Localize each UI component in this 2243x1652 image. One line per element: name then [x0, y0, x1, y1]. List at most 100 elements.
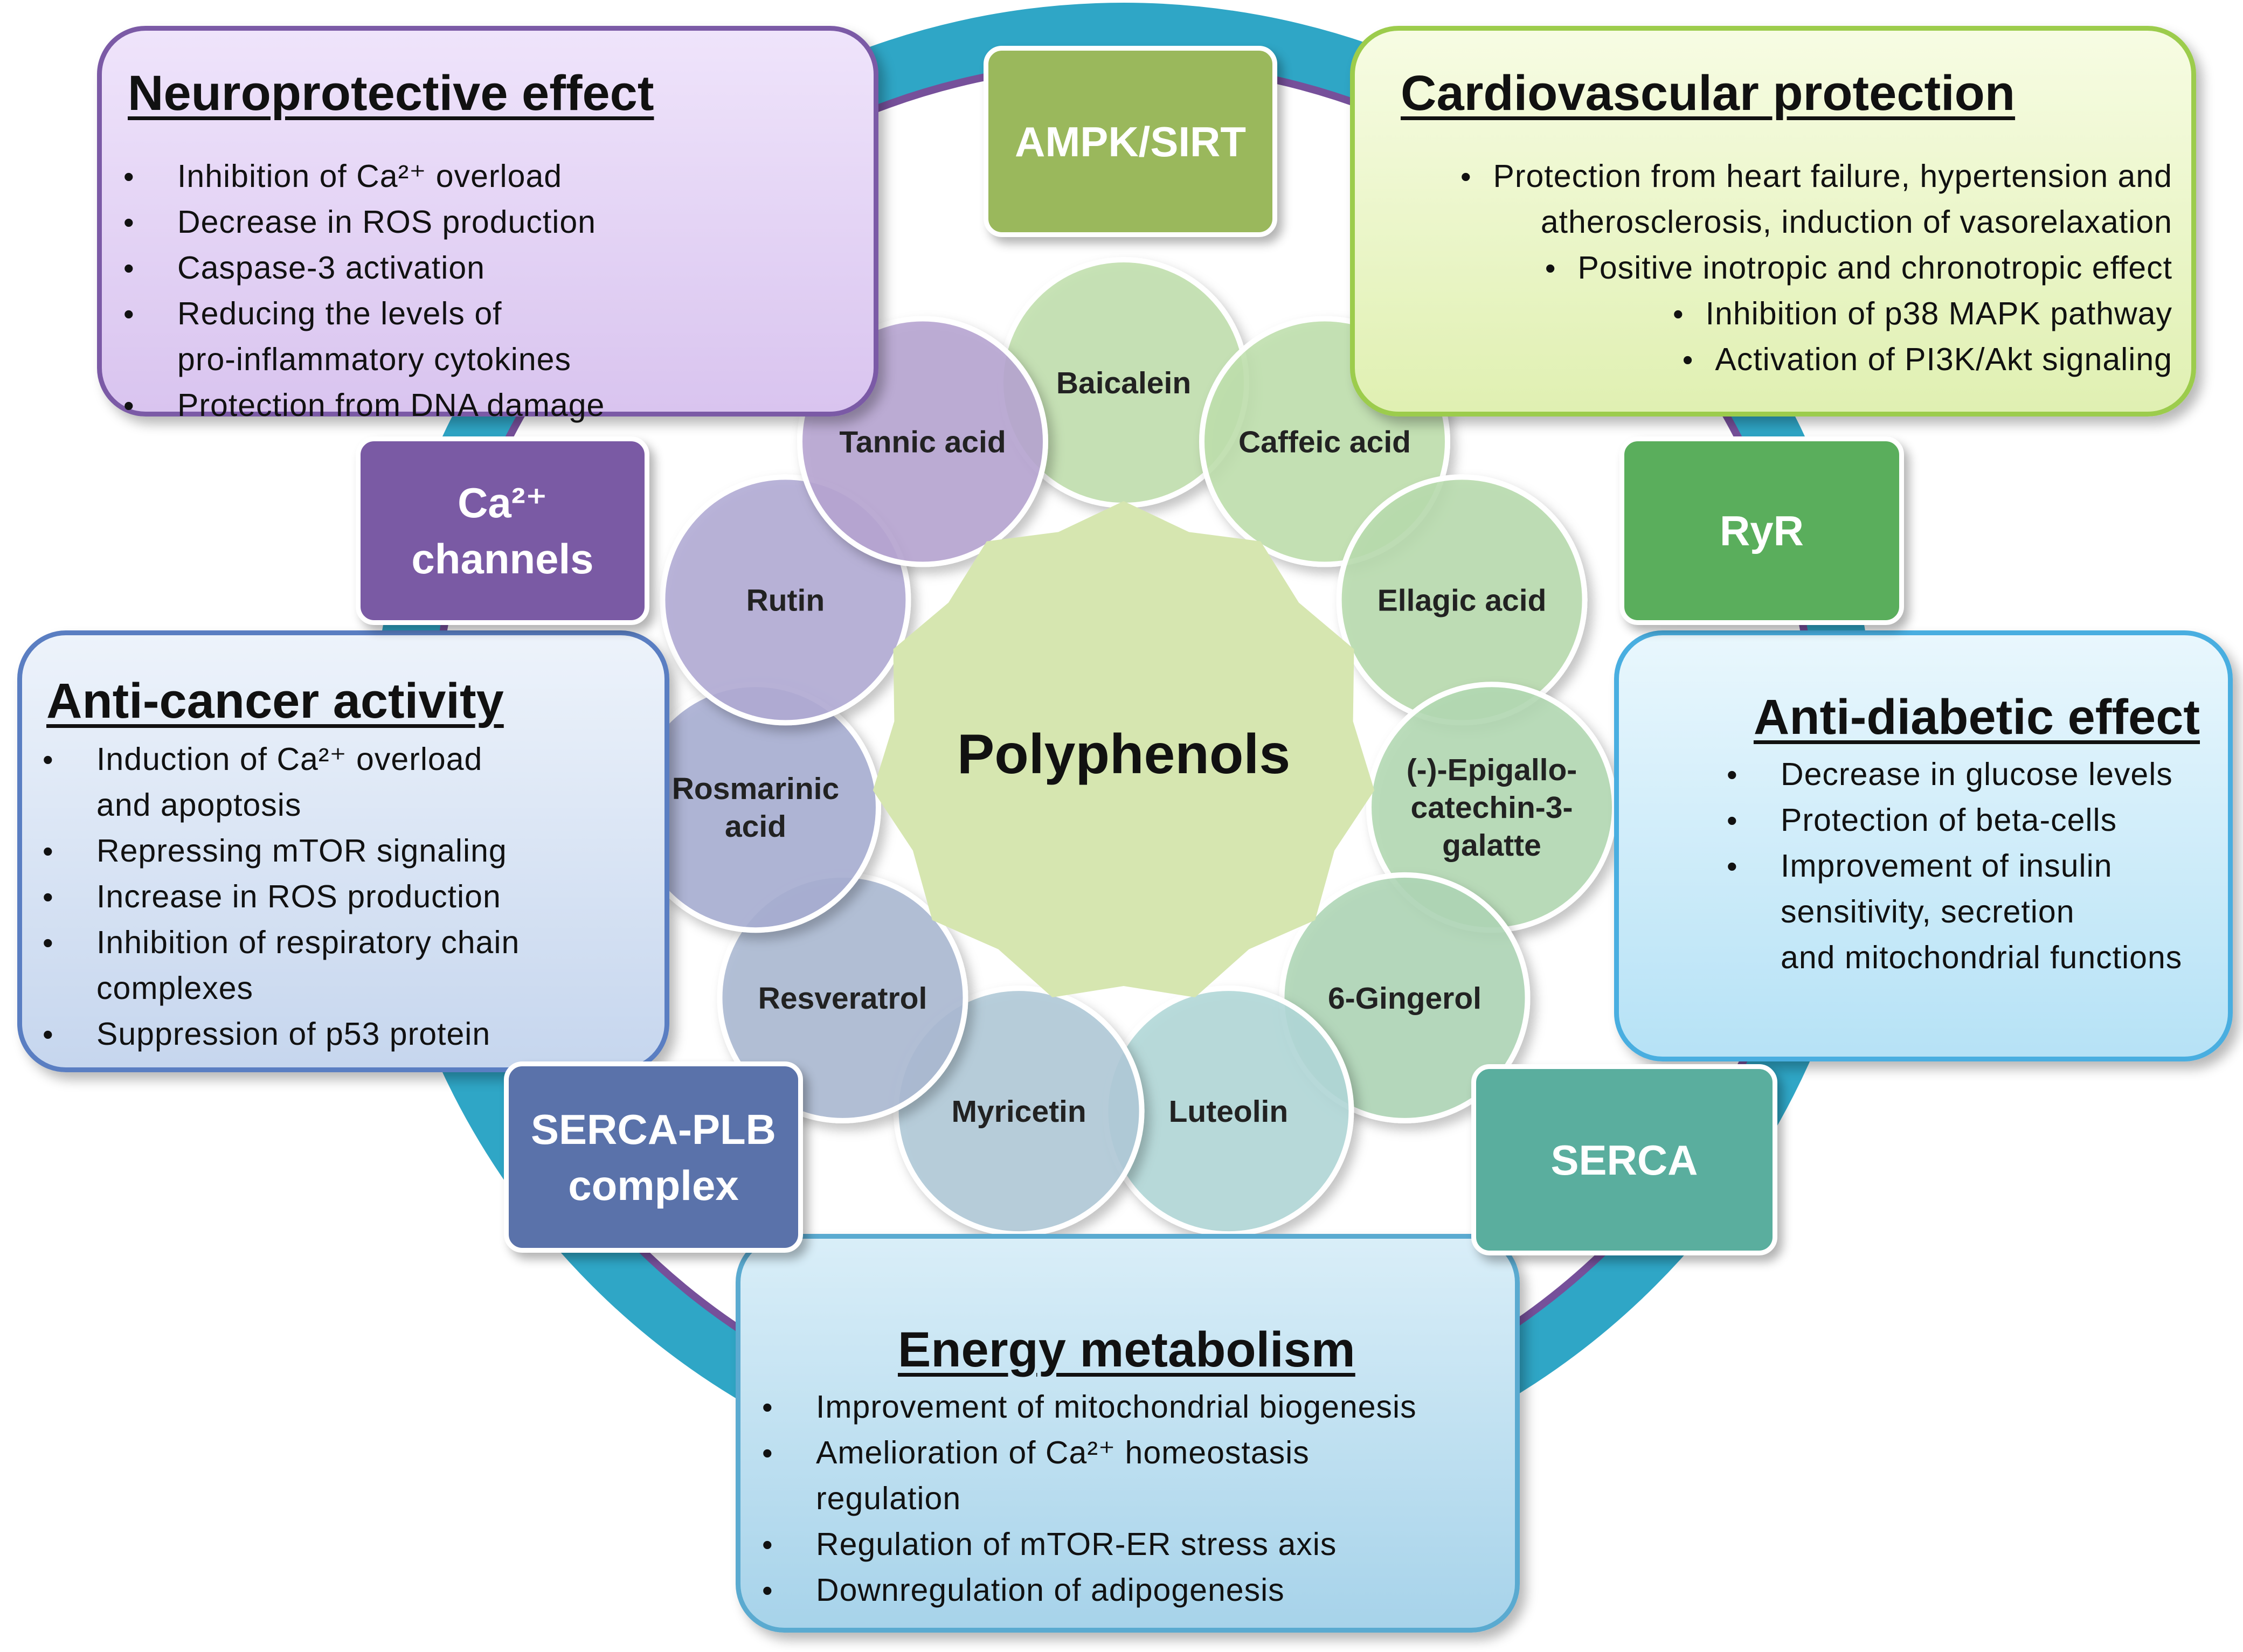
cardiovascular-panel: Cardiovascular protection •Protection fr…: [1350, 26, 2196, 417]
effect-text: Inhibition of Ca²⁺ overload: [177, 158, 563, 194]
effect-item: • Amelioration of Ca²⁺ homeostasis regula…: [762, 1430, 1517, 1522]
compound-label: Myricetin: [951, 1094, 1086, 1129]
antidiabetic-title: Anti-diabetic effect: [1753, 690, 2200, 745]
effect-item: • Increase in ROS production: [43, 874, 662, 920]
target-label: AMPK/SIRT: [1015, 117, 1246, 165]
effect-item: •Decrease in glucose levels: [1727, 752, 2228, 797]
energy-title: Energy metabolism: [898, 1322, 1355, 1377]
effect-text: Decrease in ROS production: [177, 204, 596, 240]
bullet-icon: •: [123, 251, 135, 285]
neuroprotective-panel: Neuroprotective effect • Inhibition of Ca…: [97, 26, 878, 423]
compound-label: Caffeic acid: [1238, 425, 1411, 460]
effect-text: Activation of PI3K/Akt signaling: [1715, 342, 2172, 377]
target-label: Ca²⁺channels: [411, 479, 594, 582]
effect-item: • Protection of beta-cells: [1727, 797, 2228, 843]
compound-label: Ellagic acid: [1377, 583, 1547, 617]
effect-item: • Downregulation of adipogenesis: [762, 1567, 1517, 1613]
effect-item: • Activation of PI3K/Akt signaling: [1359, 337, 2172, 383]
effect-text: Caspase-3 activation: [177, 250, 485, 286]
effect-text: Suppression of p53 protein: [96, 1016, 491, 1052]
effect-text: Repressing mTOR signaling: [96, 833, 507, 869]
compound-label: (-)-Epigallo-catechin-3-galatte: [1407, 753, 1577, 863]
effect-text: Protection from DNA damage: [177, 387, 605, 423]
antidiabetic-panel: Anti-diabetic effect •Decrease in glucos…: [1614, 630, 2233, 1061]
anticancer-title: Anti-cancer activity: [46, 674, 504, 728]
target-label: RyR: [1719, 507, 1804, 554]
effect-text: Reducing the levels of pro-inflammatory …: [177, 296, 571, 377]
compound-label: Rutin: [746, 583, 825, 617]
target-label: SERCA: [1550, 1136, 1698, 1184]
target-ryr: RyR: [1619, 436, 1904, 625]
bullet-icon: •: [762, 1436, 773, 1470]
bullet-icon: •: [123, 205, 135, 239]
compound-label: Resveratrol: [758, 981, 927, 1016]
bullet-icon: •: [1682, 343, 1694, 377]
effect-item: • Decrease in ROS production: [123, 199, 867, 245]
bullet-icon: •: [43, 926, 54, 960]
effect-item: • Improvement of insulin sensitivity, sec…: [1727, 843, 2228, 981]
bullet-icon: •: [43, 834, 54, 868]
bullet-icon: •: [43, 880, 54, 914]
effect-item: • Inhibition of respiratory chain complex…: [43, 920, 662, 1011]
center-polygon: [873, 501, 1375, 997]
compound-circles: [630, 257, 1617, 1237]
energy-list: • Improvement of mitochondrial biogenesis…: [762, 1384, 1517, 1613]
effect-text: Induction of Ca²⁺ overload and apoptosis: [96, 741, 483, 823]
effect-text: Amelioration of Ca²⁺ homeostasis regulat…: [816, 1435, 1310, 1516]
effect-text: Positive inotropic and chronotropic effe…: [1577, 250, 2172, 286]
effect-item: • Inhibition of Ca²⁺ overload: [123, 154, 867, 199]
energy-panel: Energy metabolism • Improvement of mitoch…: [736, 1234, 1520, 1633]
bullet-icon: •: [1460, 159, 1472, 193]
compound-label: Tannic acid: [839, 425, 1006, 460]
compound-label: Baicalein: [1056, 366, 1191, 400]
effect-item: • Protection from DNA damage: [123, 383, 867, 428]
effect-item: • Reducing the levels of pro-inflammatory…: [123, 291, 867, 383]
effect-text: Improvement of mitochondrial biogenesis: [816, 1389, 1417, 1425]
effect-text: Regulation of mTOR-ER stress axis: [816, 1526, 1337, 1562]
cardiovascular-title: Cardiovascular protection: [1401, 66, 2016, 121]
effect-item: •Protection from heart failure, hyperten…: [1359, 154, 2172, 245]
effect-text: Inhibition of respiratory chain complexe…: [96, 925, 520, 1006]
neuroprotective-title: Neuroprotective effect: [128, 66, 654, 121]
bullet-icon: •: [43, 1017, 54, 1051]
effect-item: • Inhibition of p38 MAPK pathway: [1359, 291, 2172, 337]
effect-text: Downregulation of adipogenesis: [816, 1572, 1285, 1608]
effect-item: • Improvement of mitochondrial biogenesis: [762, 1384, 1517, 1430]
effect-item: • Repressing mTOR signaling: [43, 828, 662, 874]
bullet-icon: •: [1673, 297, 1684, 331]
anticancer-panel: Anti-cancer activity • Induction of Ca²⁺ …: [17, 630, 669, 1072]
effect-text: Improvement of insulin sensitivity, secr…: [1781, 848, 2183, 975]
bullet-icon: •: [762, 1528, 773, 1561]
bullet-icon: •: [123, 159, 135, 193]
effect-item: • Regulation of mTOR-ER stress axis: [762, 1522, 1517, 1567]
antidiabetic-list: •Decrease in glucose levels•Protection o…: [1727, 752, 2228, 981]
target-ca-channels: Ca²⁺channels: [356, 436, 649, 625]
effect-text: Increase in ROS production: [96, 879, 501, 914]
cardiovascular-list: •Protection from heart failure, hyperten…: [1359, 154, 2172, 383]
effect-item: • Caspase-3 activation: [123, 245, 867, 291]
bullet-icon: •: [1545, 251, 1556, 285]
bullet-icon: •: [1727, 758, 1738, 792]
compound-label: Luteolin: [1169, 1094, 1289, 1129]
bullet-icon: •: [123, 297, 135, 331]
bullet-icon: •: [1727, 803, 1738, 837]
anticancer-list: • Induction of Ca²⁺ overload and apoptosi…: [43, 737, 662, 1057]
neuroprotective-list: • Inhibition of Ca²⁺ overload • Decrease in…: [123, 154, 867, 428]
compound-label: 6-Gingerol: [1328, 981, 1482, 1016]
bullet-icon: •: [1727, 849, 1738, 883]
bullet-icon: •: [762, 1390, 773, 1424]
center-label: Polyphenols: [957, 723, 1290, 786]
effect-item: • Positive inotropic and chronotropic eff…: [1359, 245, 2172, 291]
target-serca: SERCA: [1471, 1064, 1777, 1255]
effect-item: • Suppression of p53 protein: [43, 1011, 662, 1057]
bullet-icon: •: [123, 388, 135, 422]
effect-text: Protection of beta-cells: [1781, 802, 2117, 838]
effect-text: Inhibition of p38 MAPK pathway: [1705, 296, 2172, 331]
bullet-icon: •: [762, 1573, 773, 1607]
target-ampk-sirt: AMPK/SIRT: [984, 46, 1277, 237]
bullet-icon: •: [43, 742, 54, 776]
